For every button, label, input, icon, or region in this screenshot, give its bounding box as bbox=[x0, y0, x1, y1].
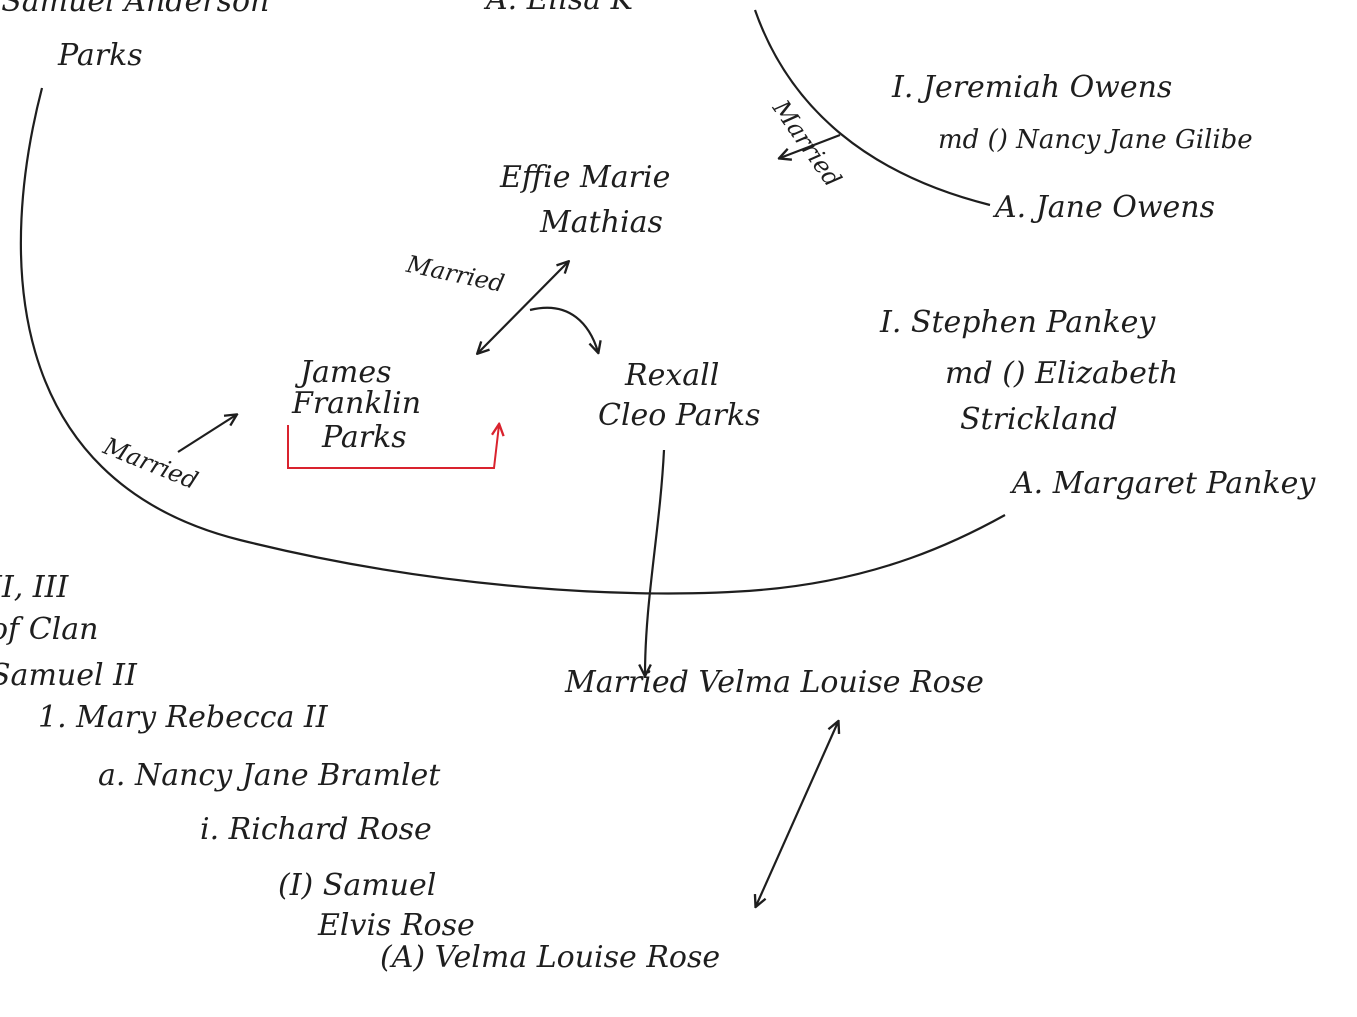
clan-heading-samuel: Samuel II bbox=[0, 658, 137, 693]
person-stephen-pankey-spouse: md () Elizabeth bbox=[945, 356, 1179, 391]
person-samuel-anderson-parks: F. Samuel Anderson bbox=[0, 0, 270, 19]
married-velma-louise-rose: Married Velma Louise Rose bbox=[565, 665, 984, 700]
person-samuel-anderson-parks-surname: Parks bbox=[58, 38, 143, 73]
lineage-velma-louise-rose: (A) Velma Louise Rose bbox=[380, 940, 721, 975]
person-margaret-pankey: A. Margaret Pankey bbox=[1012, 466, 1316, 501]
arrow-arc-to-james bbox=[177, 415, 236, 453]
large-arc-connector bbox=[19, 87, 1006, 595]
person-jane-owens: A. Jane Owens bbox=[995, 190, 1216, 225]
person-james-franklin-parks-middle: Franklin bbox=[292, 386, 422, 421]
lineage-nancy-jane-bramlet: a. Nancy Jane Bramlet bbox=[98, 758, 441, 793]
person-top-center: A. Elisa K bbox=[486, 0, 633, 18]
person-james-franklin-parks-surname: Parks bbox=[322, 420, 407, 455]
lineage-samuel-elvis-rose: (I) Samuel bbox=[278, 868, 437, 903]
lineage-mary-rebecca: 1. Mary Rebecca II bbox=[38, 700, 328, 735]
person-effie-marie-mathias-surname: Mathias bbox=[540, 205, 663, 240]
arrow-effie-james bbox=[478, 262, 568, 353]
arrow-rexall-to-velma bbox=[645, 449, 666, 675]
upper-arc-connector bbox=[753, 9, 991, 207]
arrow-to-rexall bbox=[529, 306, 598, 352]
person-rexall-cleo-parks: Rexall bbox=[625, 358, 720, 393]
person-jeremiah-owens-spouse: md () Nancy Jane Gilibe bbox=[938, 125, 1253, 155]
lineage-samuel-elvis-rose-name: Elvis Rose bbox=[318, 908, 475, 943]
person-stephen-pankey-spouse-surname: Strickland bbox=[960, 402, 1118, 437]
person-jeremiah-owens: I. Jeremiah Owens bbox=[892, 70, 1173, 105]
person-rexall-cleo-parks-surname: Cleo Parks bbox=[598, 398, 761, 433]
clan-heading-of-clan: of Clan bbox=[0, 612, 99, 647]
person-effie-marie-mathias: Effie Marie bbox=[500, 160, 671, 195]
lineage-richard-rose: i. Richard Rose bbox=[200, 812, 432, 847]
arrow-velma-double bbox=[756, 722, 838, 906]
person-james-franklin-parks: James bbox=[300, 355, 392, 390]
person-stephen-pankey: I. Stephen Pankey bbox=[880, 305, 1156, 340]
clan-heading-roman: II, III bbox=[0, 570, 69, 605]
arrow-to-effie bbox=[780, 133, 841, 158]
red-highlight-bracket bbox=[287, 425, 499, 469]
